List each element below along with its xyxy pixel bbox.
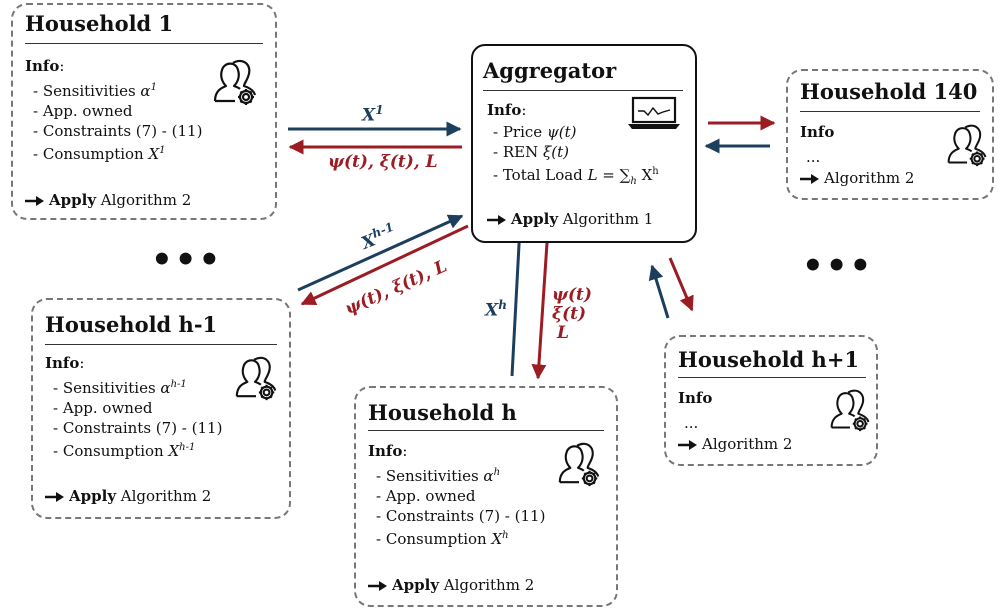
signals-label-household-1: ψ(t), ξ(t), L [328, 152, 438, 172]
apply-algorithm-line: Apply Algorithm 1 [487, 210, 653, 228]
users-gear-icon [830, 389, 870, 432]
info-label: Info [678, 389, 713, 407]
constraints-line: - Constraints (7) - (11) [376, 507, 546, 525]
household-h-info-list: - Sensitivities αh - App. owned - Constr… [376, 463, 545, 549]
info-label: Info: [487, 101, 527, 119]
consumption-line: - Consumption Xh [376, 530, 509, 548]
title-underline [45, 344, 277, 345]
ellipsis-dots-left: ••• [151, 240, 223, 280]
ellipsis-line: ... [684, 414, 699, 432]
right-arrow-icon [25, 196, 44, 206]
sensitivities-line: - Sensitivities α1 [33, 82, 157, 100]
arrow-xh-to-aggregator [510, 224, 527, 377]
info-label: Info: [368, 442, 408, 460]
aggregator-box: Aggregator Info: - Price ψ(t) - REN ξ(t)… [471, 44, 697, 243]
xh-label: Xh [485, 298, 507, 321]
arrow-signals-to-household-h [531, 227, 550, 380]
ren-line: - REN ξ(t) [493, 143, 569, 161]
arrow-xhm1-to-aggregator [297, 214, 464, 292]
household-title: Household 1 [25, 11, 174, 36]
laptop-chart-icon [628, 96, 680, 129]
aggregator-title: Aggregator [483, 58, 617, 83]
household-1-info-list: - Sensitivities α1 - App. owned - Constr… [33, 78, 202, 164]
signal-psi: ψ(t) [552, 285, 592, 305]
apply-algorithm-line: Apply Algorithm 2 [25, 191, 191, 209]
constraints-line: - Constraints (7) - (11) [53, 419, 223, 437]
apply-algorithm-line: Apply Algorithm 2 [368, 576, 534, 594]
right-arrow-icon [368, 581, 387, 591]
right-arrow-icon [45, 492, 64, 502]
household-title: Household h-1 [45, 312, 218, 337]
household-hm1-box: Household h-1 Info: - Sensitivities αh-1… [31, 298, 291, 519]
users-gear-icon [558, 442, 600, 487]
arrow-hp1-to-aggregator [648, 264, 670, 319]
ellipsis-line: ... [806, 148, 821, 166]
price-line: - Price ψ(t) [493, 123, 577, 141]
household-title: Household h+1 [678, 347, 860, 372]
household-title: Household h [368, 400, 517, 425]
info-label: Info: [25, 57, 65, 75]
household-hm1-info-list: - Sensitivities αh-1 - App. owned - Cons… [53, 375, 222, 461]
app-owned-line: - App. owned [53, 399, 153, 417]
users-gear-icon [213, 59, 257, 105]
title-underline [483, 90, 683, 91]
ellipsis-dots-right: ••• [802, 246, 874, 286]
sensitivities-line: - Sensitivities αh-1 [53, 379, 187, 397]
arrow-signals-to-household-hp1 [668, 257, 694, 312]
apply-algorithm-line: Algorithm 2 [800, 169, 914, 187]
right-arrow-icon [678, 440, 697, 450]
household-1-box: Household 1 Info: - Sensitivities α1 - A… [11, 3, 277, 220]
signal-L: L [557, 323, 569, 343]
aggregator-info-list: - Price ψ(t) - REN ξ(t) - Total Load L =… [493, 122, 659, 192]
title-underline [800, 111, 980, 112]
apply-algorithm-line: Apply Algorithm 2 [45, 487, 211, 505]
right-arrow-icon [487, 215, 506, 225]
right-arrow-icon [800, 174, 819, 184]
constraints-line: - Constraints (7) - (11) [33, 122, 203, 140]
apply-algorithm-line: Algorithm 2 [678, 435, 792, 453]
users-gear-icon [947, 124, 987, 167]
x1-label: X1 [362, 103, 384, 126]
consumption-line: - Consumption X1 [33, 145, 166, 163]
signal-xi: ξ(t) [552, 304, 587, 324]
app-owned-line: - App. owned [376, 487, 476, 505]
title-underline [678, 377, 866, 378]
total-load-line: - Total Load L = ∑h Xh [493, 166, 659, 187]
household-h-box: Household h Info: - Sensitivities αh - A… [354, 386, 618, 607]
household-140-box: Household 140 Info ... Algorithm 2 [786, 69, 994, 200]
title-underline [25, 43, 263, 44]
household-hp1-box: Household h+1 Info ... Algorithm 2 [664, 335, 878, 466]
consumption-line: - Consumption Xh-1 [53, 442, 196, 460]
app-owned-line: - App. owned [33, 102, 133, 120]
title-underline [368, 430, 604, 431]
sensitivities-line: - Sensitivities αh [376, 467, 501, 485]
info-label: Info: [45, 354, 85, 372]
household-title: Household 140 [800, 79, 978, 104]
info-label: Info [800, 123, 835, 141]
users-gear-icon [235, 356, 277, 401]
signals-label-household-h: ψ(t) ξ(t) L [552, 286, 592, 343]
arrow-signals-to-household-hm1 [300, 224, 469, 306]
